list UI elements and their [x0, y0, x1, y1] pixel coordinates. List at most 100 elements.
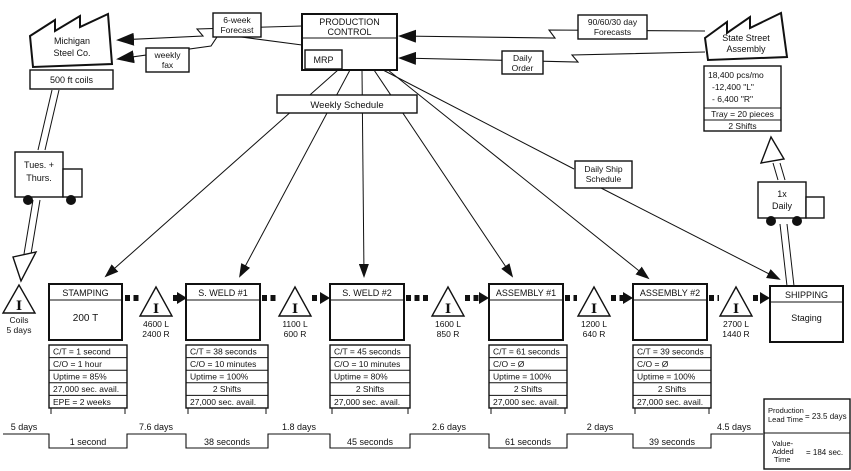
- lead-time-label: Lead Time: [768, 415, 803, 424]
- data-row: EPE = 2 weeks: [53, 397, 111, 407]
- inventory-4: I 1200 L 640 R: [576, 285, 612, 339]
- truck-icon: [757, 181, 807, 219]
- forecast-90-60-30-label: Forecasts: [594, 27, 631, 37]
- weekly-fax-label: weekly: [154, 50, 182, 60]
- data-row: 27,000 sec. avail.: [53, 384, 119, 394]
- inbound-truck: Tues. + Thurs.: [14, 151, 83, 205]
- process-detail: 200 T: [73, 313, 98, 324]
- process-box: [632, 283, 708, 341]
- data-box-assembly1: C/T = 61 seconds C/O = Ø Uptime = 100% 2…: [488, 344, 568, 414]
- forecast-90-60-30-box: [577, 14, 648, 40]
- forecast-90-60-30-arrow: [398, 29, 706, 43]
- process-time: 61 seconds: [505, 437, 552, 447]
- wait-time: 5 days: [11, 422, 38, 432]
- process-box: [488, 283, 564, 341]
- data-box: [488, 344, 568, 409]
- info-flow-lines: [104, 25, 781, 280]
- inventory-1: I 4600 L 2400 R: [138, 285, 174, 339]
- inventory-label: 640 R: [583, 329, 606, 339]
- inventory-label: 2700 L: [723, 319, 749, 329]
- inventory-label: 1600 L: [435, 319, 461, 329]
- data-row: 2 Shifts: [356, 384, 384, 394]
- timeline-line: [3, 433, 763, 449]
- inventory-triangle-icon: [138, 285, 174, 317]
- data-row: C/T = 45 seconds: [334, 347, 401, 357]
- weekly-fax-label: fax: [162, 60, 174, 70]
- inventory-label: 1200 L: [581, 319, 607, 329]
- supplier-detail-box: [29, 69, 114, 90]
- inventory-icon: I: [445, 302, 451, 317]
- truck-icon: [14, 151, 64, 198]
- inventory-label: 850 R: [437, 329, 460, 339]
- inventory-triangle-icon: [576, 285, 612, 317]
- supplier-detail: 500 ft coils: [50, 75, 94, 85]
- inbound-ship-line: [23, 199, 34, 255]
- data-row: Uptime = 100%: [190, 372, 249, 382]
- inventory-icon: I: [591, 302, 597, 317]
- inventory-label: Coils: [10, 315, 29, 325]
- value-added-value: = 184 sec.: [806, 448, 843, 457]
- inventory-triangle-icon: [430, 285, 466, 317]
- inbound-truck-label: Thurs.: [26, 173, 52, 183]
- data-row: 27,000 sec. avail.: [637, 397, 703, 407]
- data-row: C/O = 1 hour: [53, 359, 102, 369]
- daily-order-box: [501, 50, 544, 75]
- inventory-icon: I: [292, 302, 298, 317]
- inventory-label: 5 days: [6, 325, 31, 335]
- data-row: C/T = 38 seconds: [190, 347, 257, 357]
- process-box: [769, 285, 844, 343]
- wait-time: 1.8 days: [282, 422, 317, 432]
- data-row: 27,000 sec. avail.: [334, 397, 400, 407]
- inventory-icon: I: [153, 302, 159, 317]
- value-added-label: Value-: [772, 439, 794, 448]
- process-weld2: S. WELD #2: [329, 283, 405, 341]
- data-row: 27,000 sec. avail.: [190, 397, 256, 407]
- demand-tray: Tray = 20 pieces: [711, 109, 774, 119]
- inventory-3: I 1600 L 850 R: [430, 285, 466, 339]
- inbound-truck-label: Tues. +: [24, 160, 54, 170]
- inventory-icon: I: [16, 299, 22, 314]
- outbound-arrowhead: [759, 135, 786, 164]
- process-assembly2: ASSEMBLY #2: [632, 283, 708, 341]
- push-arrowhead: [623, 292, 633, 304]
- inventory-icon: I: [733, 302, 739, 317]
- summary-box: Production Lead Time = 23.5 days Value- …: [763, 398, 851, 470]
- push-arrowhead: [320, 292, 330, 304]
- process-title: S. WELD #1: [198, 288, 248, 298]
- data-row: 2 Shifts: [658, 384, 686, 394]
- process-title: ASSEMBLY #1: [496, 288, 556, 298]
- inbound-ship-line: [37, 89, 53, 151]
- shipment-arrows: [12, 89, 795, 287]
- data-row: C/T = 61 seconds: [493, 347, 560, 357]
- daily-ship-schedule-line: [382, 69, 575, 170]
- outbound-ship-line: [779, 223, 788, 287]
- data-box-stamping: C/T = 1 second C/O = 1 hour Uptime = 85%…: [48, 344, 128, 414]
- weekly-schedule-label: Weekly Schedule: [310, 100, 383, 111]
- process-time: 45 seconds: [347, 437, 394, 447]
- customer-name: Assembly: [726, 44, 766, 54]
- demand-left: -12,400 "L": [712, 82, 754, 92]
- lead-time-value: = 23.5 days: [805, 412, 847, 421]
- six-week-forecast-label: Forecast: [220, 25, 254, 35]
- data-row: C/O = 10 minutes: [190, 359, 256, 369]
- data-row: Uptime = 100%: [493, 372, 552, 382]
- customer-factory: State Street Assembly 18,400 pcs/mo -12,…: [703, 11, 789, 132]
- value-added-label: Time: [774, 455, 790, 464]
- six-week-forecast-label: 6-week: [223, 15, 251, 25]
- inventory-triangle-icon: [277, 285, 313, 317]
- demand-total: 18,400 pcs/mo: [708, 70, 764, 80]
- inventory-label: 600 R: [284, 329, 307, 339]
- data-box-assembly2: C/T = 39 seconds C/O = Ø Uptime = 100% 2…: [632, 344, 712, 414]
- process-assembly1: ASSEMBLY #1: [488, 283, 564, 341]
- daily-order-label: Daily: [513, 53, 533, 63]
- process-shipping: SHIPPING Staging: [769, 285, 844, 343]
- forecast-90-60-30-label: 90/60/30 day: [588, 17, 638, 27]
- inbound-ship-line: [44, 89, 60, 151]
- production-control-title: CONTROL: [327, 27, 371, 37]
- data-box: [632, 344, 712, 409]
- six-week-forecast-arrow: [116, 25, 303, 46]
- data-row: C/O = 10 minutes: [334, 359, 400, 369]
- data-row: Uptime = 80%: [334, 372, 388, 382]
- data-row: 27,000 sec. avail.: [493, 397, 559, 407]
